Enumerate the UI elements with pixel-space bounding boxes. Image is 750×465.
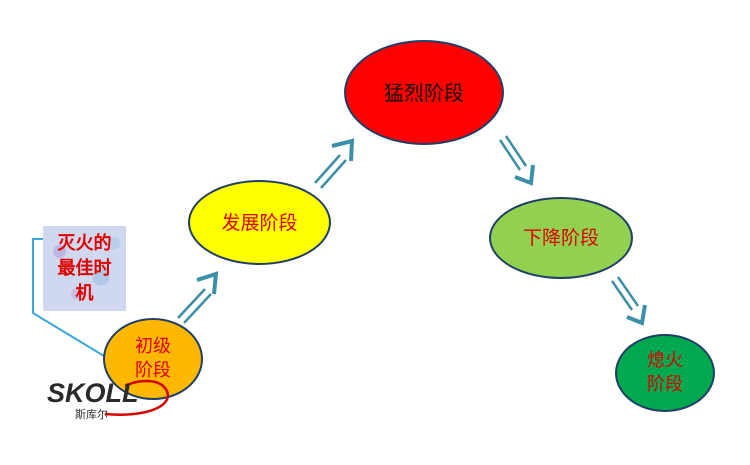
callout-connector-line: [32, 238, 105, 357]
arrow-initial-to-develop: [177, 271, 219, 324]
stage-extinguish-label-line1: 熄火: [647, 350, 683, 371]
callout-line-2: 最佳时: [57, 258, 112, 279]
logo-subtitle: 斯库尔: [75, 408, 108, 421]
stage-extinguish-label-line2: 阶段: [647, 374, 683, 395]
stage-decline-label: 下降阶段: [522, 227, 599, 249]
stage-initial-label-line1: 初级: [135, 336, 171, 357]
logo-wordmark: SKOLL: [47, 378, 139, 408]
callout-line-1: 灭火的: [57, 233, 112, 254]
stage-decline-node: 下降阶段: [489, 197, 633, 279]
stage-violent-node: 猛烈阶段: [344, 40, 504, 145]
stage-develop-label: 发展阶段: [221, 211, 298, 234]
stage-extinguish-node: 熄火 阶段: [615, 334, 715, 412]
stage-violent-label: 猛烈阶段: [384, 80, 464, 105]
arrow-develop-to-violent: [314, 138, 355, 189]
stage-develop-node: 发展阶段: [188, 180, 331, 265]
skoll-logo: SKOLL 斯库尔: [45, 374, 185, 422]
stage-initial-node: 初级 阶段: [103, 318, 203, 400]
best-time-callout: 灭火的 最佳时 机: [43, 226, 126, 311]
arrow-decline-to-extinguish: [610, 276, 647, 326]
arrow-violent-to-decline: [498, 135, 535, 186]
logo-swoosh: [104, 379, 169, 416]
stage-initial-label-line2: 阶段: [135, 360, 171, 381]
callout-line-3: 机: [75, 283, 94, 304]
